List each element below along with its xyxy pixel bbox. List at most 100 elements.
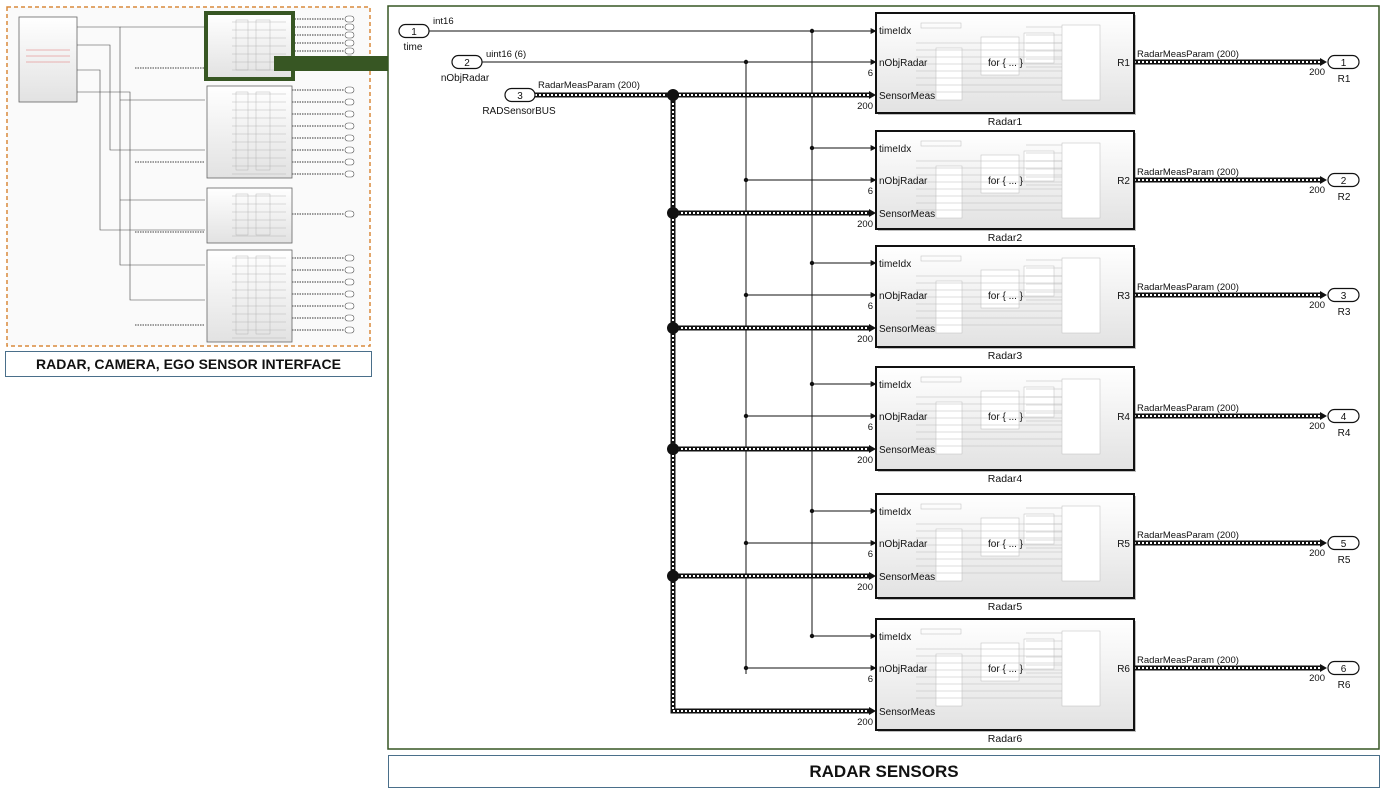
junction-dot	[743, 59, 749, 65]
junction-dot	[809, 28, 815, 34]
port-nObjRadar: nObjRadar	[879, 176, 928, 187]
port-SensorMeas: SensorMeas	[879, 91, 935, 102]
block-internals	[916, 628, 1101, 707]
outport-R5[interactable]: 5R5	[1327, 535, 1360, 567]
outport-label: R5	[1338, 555, 1351, 566]
outport-label: R2	[1338, 192, 1351, 203]
foreach-label: for { ... }	[988, 664, 1024, 675]
junction-dot	[809, 633, 815, 639]
outport-R2[interactable]: 2R2	[1327, 172, 1360, 204]
outport-number: 4	[1341, 412, 1347, 423]
out-signal-label: RadarMeasParam (200)	[1137, 282, 1239, 293]
foreach-label: for { ... }	[988, 176, 1024, 187]
block-internals	[916, 140, 1101, 219]
foreach-label: for { ... }	[988, 539, 1024, 550]
block-internals	[916, 503, 1101, 582]
port-SensorMeas: SensorMeas	[879, 572, 935, 583]
outport-number: 2	[1341, 176, 1347, 187]
dim-nobj: 6	[868, 549, 873, 560]
junction-dot	[743, 177, 749, 183]
junction-dot	[743, 292, 749, 298]
foreach-label: for { ... }	[988, 412, 1024, 423]
outport-label: R4	[1338, 428, 1351, 439]
port-SensorMeas: SensorMeas	[879, 324, 935, 335]
block-internals	[916, 22, 1101, 101]
port-out: R4	[1117, 412, 1130, 423]
port-nObjRadar: nObjRadar	[879, 412, 928, 423]
block-name: Radar6	[988, 733, 1023, 745]
inport-label: RADSensorBUS	[482, 106, 556, 117]
out-dim: 200	[1309, 300, 1325, 311]
port-SensorMeas: SensorMeas	[879, 209, 935, 220]
dim-nobj: 6	[868, 68, 873, 79]
outport-number: 1	[1341, 58, 1347, 69]
dim-meas: 200	[857, 334, 873, 345]
port-out: R3	[1117, 291, 1130, 302]
block-name: Radar5	[988, 601, 1023, 613]
out-signal-label: RadarMeasParam (200)	[1137, 49, 1239, 60]
junction-dot	[809, 381, 815, 387]
dim-nobj: 6	[868, 674, 873, 685]
block-name: Radar4	[988, 473, 1023, 485]
port-out: R2	[1117, 176, 1130, 187]
outport-number: 3	[1341, 291, 1347, 302]
zoom-frame	[204, 11, 295, 81]
port-timeIdx: timeIdx	[879, 632, 911, 643]
port-out: R6	[1117, 664, 1130, 675]
out-dim: 200	[1309, 185, 1325, 196]
port-timeIdx: timeIdx	[879, 380, 911, 391]
port-nObjRadar: nObjRadar	[879, 291, 928, 302]
outport-number: 5	[1341, 539, 1347, 550]
port-timeIdx: timeIdx	[879, 259, 911, 270]
outport-R1[interactable]: 1R1	[1327, 54, 1360, 86]
thumb-ego-block	[206, 187, 293, 244]
port-timeIdx: timeIdx	[879, 144, 911, 155]
block-internals	[916, 376, 1101, 455]
dim-nobj: 6	[868, 301, 873, 312]
out-dim: 200	[1309, 67, 1325, 78]
block-name: Radar3	[988, 350, 1023, 362]
signal-label: RadarMeasParam (200)	[538, 80, 640, 91]
out-signal-label: RadarMeasParam (200)	[1137, 167, 1239, 178]
signal-label: uint16 (6)	[486, 49, 526, 60]
outport-label: R6	[1338, 680, 1351, 691]
out-dim: 200	[1309, 421, 1325, 432]
port-out: R1	[1117, 58, 1130, 69]
block-name: Radar1	[988, 116, 1023, 128]
outport-R6[interactable]: 6R6	[1327, 660, 1360, 692]
junction-dot	[809, 260, 815, 266]
dim-meas: 200	[857, 101, 873, 112]
port-SensorMeas: SensorMeas	[879, 445, 935, 456]
junction-dot	[743, 665, 749, 671]
port-nObjRadar: nObjRadar	[879, 664, 928, 675]
outport-R4[interactable]: 4R4	[1327, 408, 1360, 440]
radar-sensors-caption: RADAR SENSORS	[388, 755, 1380, 788]
junction-dot	[667, 322, 679, 334]
port-nObjRadar: nObjRadar	[879, 58, 928, 69]
block-internals	[916, 255, 1101, 334]
signal-label: int16	[433, 16, 454, 27]
junction-dot	[667, 570, 679, 582]
thumb-source-block	[18, 16, 78, 103]
outport-R3[interactable]: 3R3	[1327, 287, 1360, 319]
inport-number: 1	[411, 27, 417, 38]
block-name: Radar2	[988, 232, 1023, 244]
port-nObjRadar: nObjRadar	[879, 539, 928, 550]
dim-meas: 200	[857, 717, 873, 728]
port-timeIdx: timeIdx	[879, 507, 911, 518]
out-signal-label: RadarMeasParam (200)	[1137, 403, 1239, 414]
inport-label: nObjRadar	[441, 73, 490, 84]
outport-label: R1	[1338, 74, 1351, 85]
